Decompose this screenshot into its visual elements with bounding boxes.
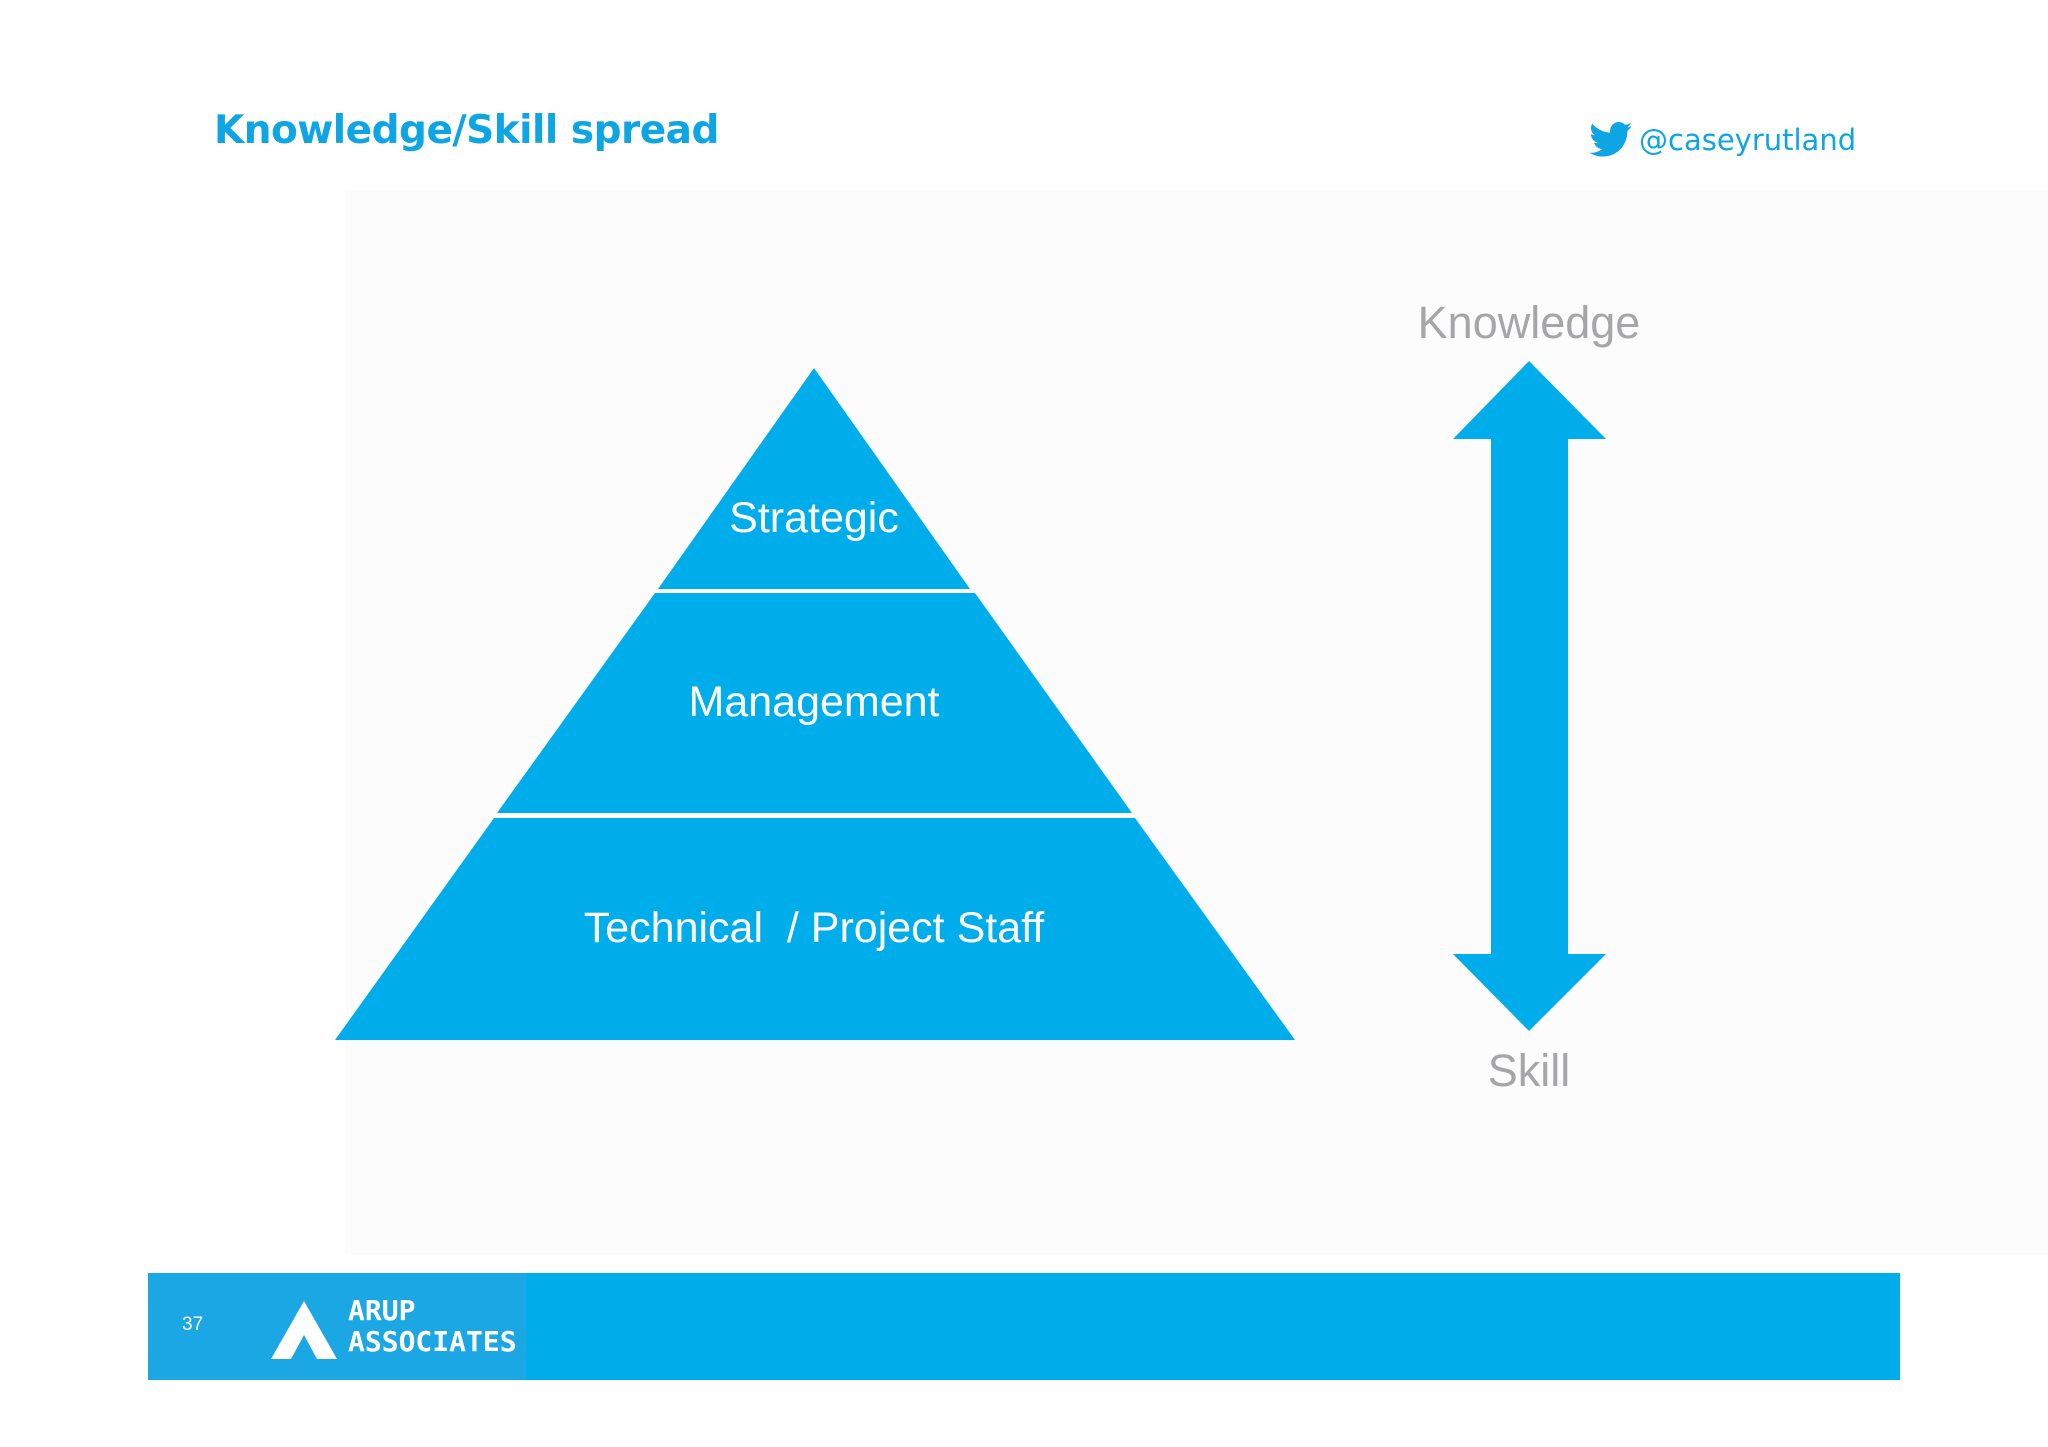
pyramid-tier-strategic <box>658 368 970 589</box>
tier-label-technical: Technical / Project Staff <box>584 904 1046 952</box>
pyramid-tier-technical <box>335 818 1295 1040</box>
tier-label-management: Management <box>689 678 940 726</box>
twitter-tag: @caseyrutland <box>1589 122 1856 158</box>
twitter-bird-icon <box>1589 122 1633 158</box>
knowledge-label: Knowledge <box>1418 297 1641 348</box>
logo-line-associates: ASSOCIATES <box>348 1325 517 1358</box>
pyramid-tier-management <box>497 593 1132 813</box>
double-arrow-icon <box>1453 361 1606 1031</box>
arup-logo-icon <box>271 1301 337 1364</box>
twitter-handle: @caseyrutland <box>1639 123 1857 157</box>
skill-label: Skill <box>1488 1045 1571 1096</box>
logo-wordmark: ARUP ASSOCIATES <box>348 1295 517 1357</box>
slide-title: Knowledge/Skill spread <box>214 108 719 153</box>
footer-logo-box: 37 ARUP ASSOCIATES <box>148 1273 526 1380</box>
footer-bar: 37 ARUP ASSOCIATES <box>148 1273 1900 1380</box>
logo-line-arup: ARUP <box>348 1294 416 1327</box>
tier-label-strategic: Strategic <box>729 494 899 542</box>
page-number: 37 <box>182 1314 204 1335</box>
